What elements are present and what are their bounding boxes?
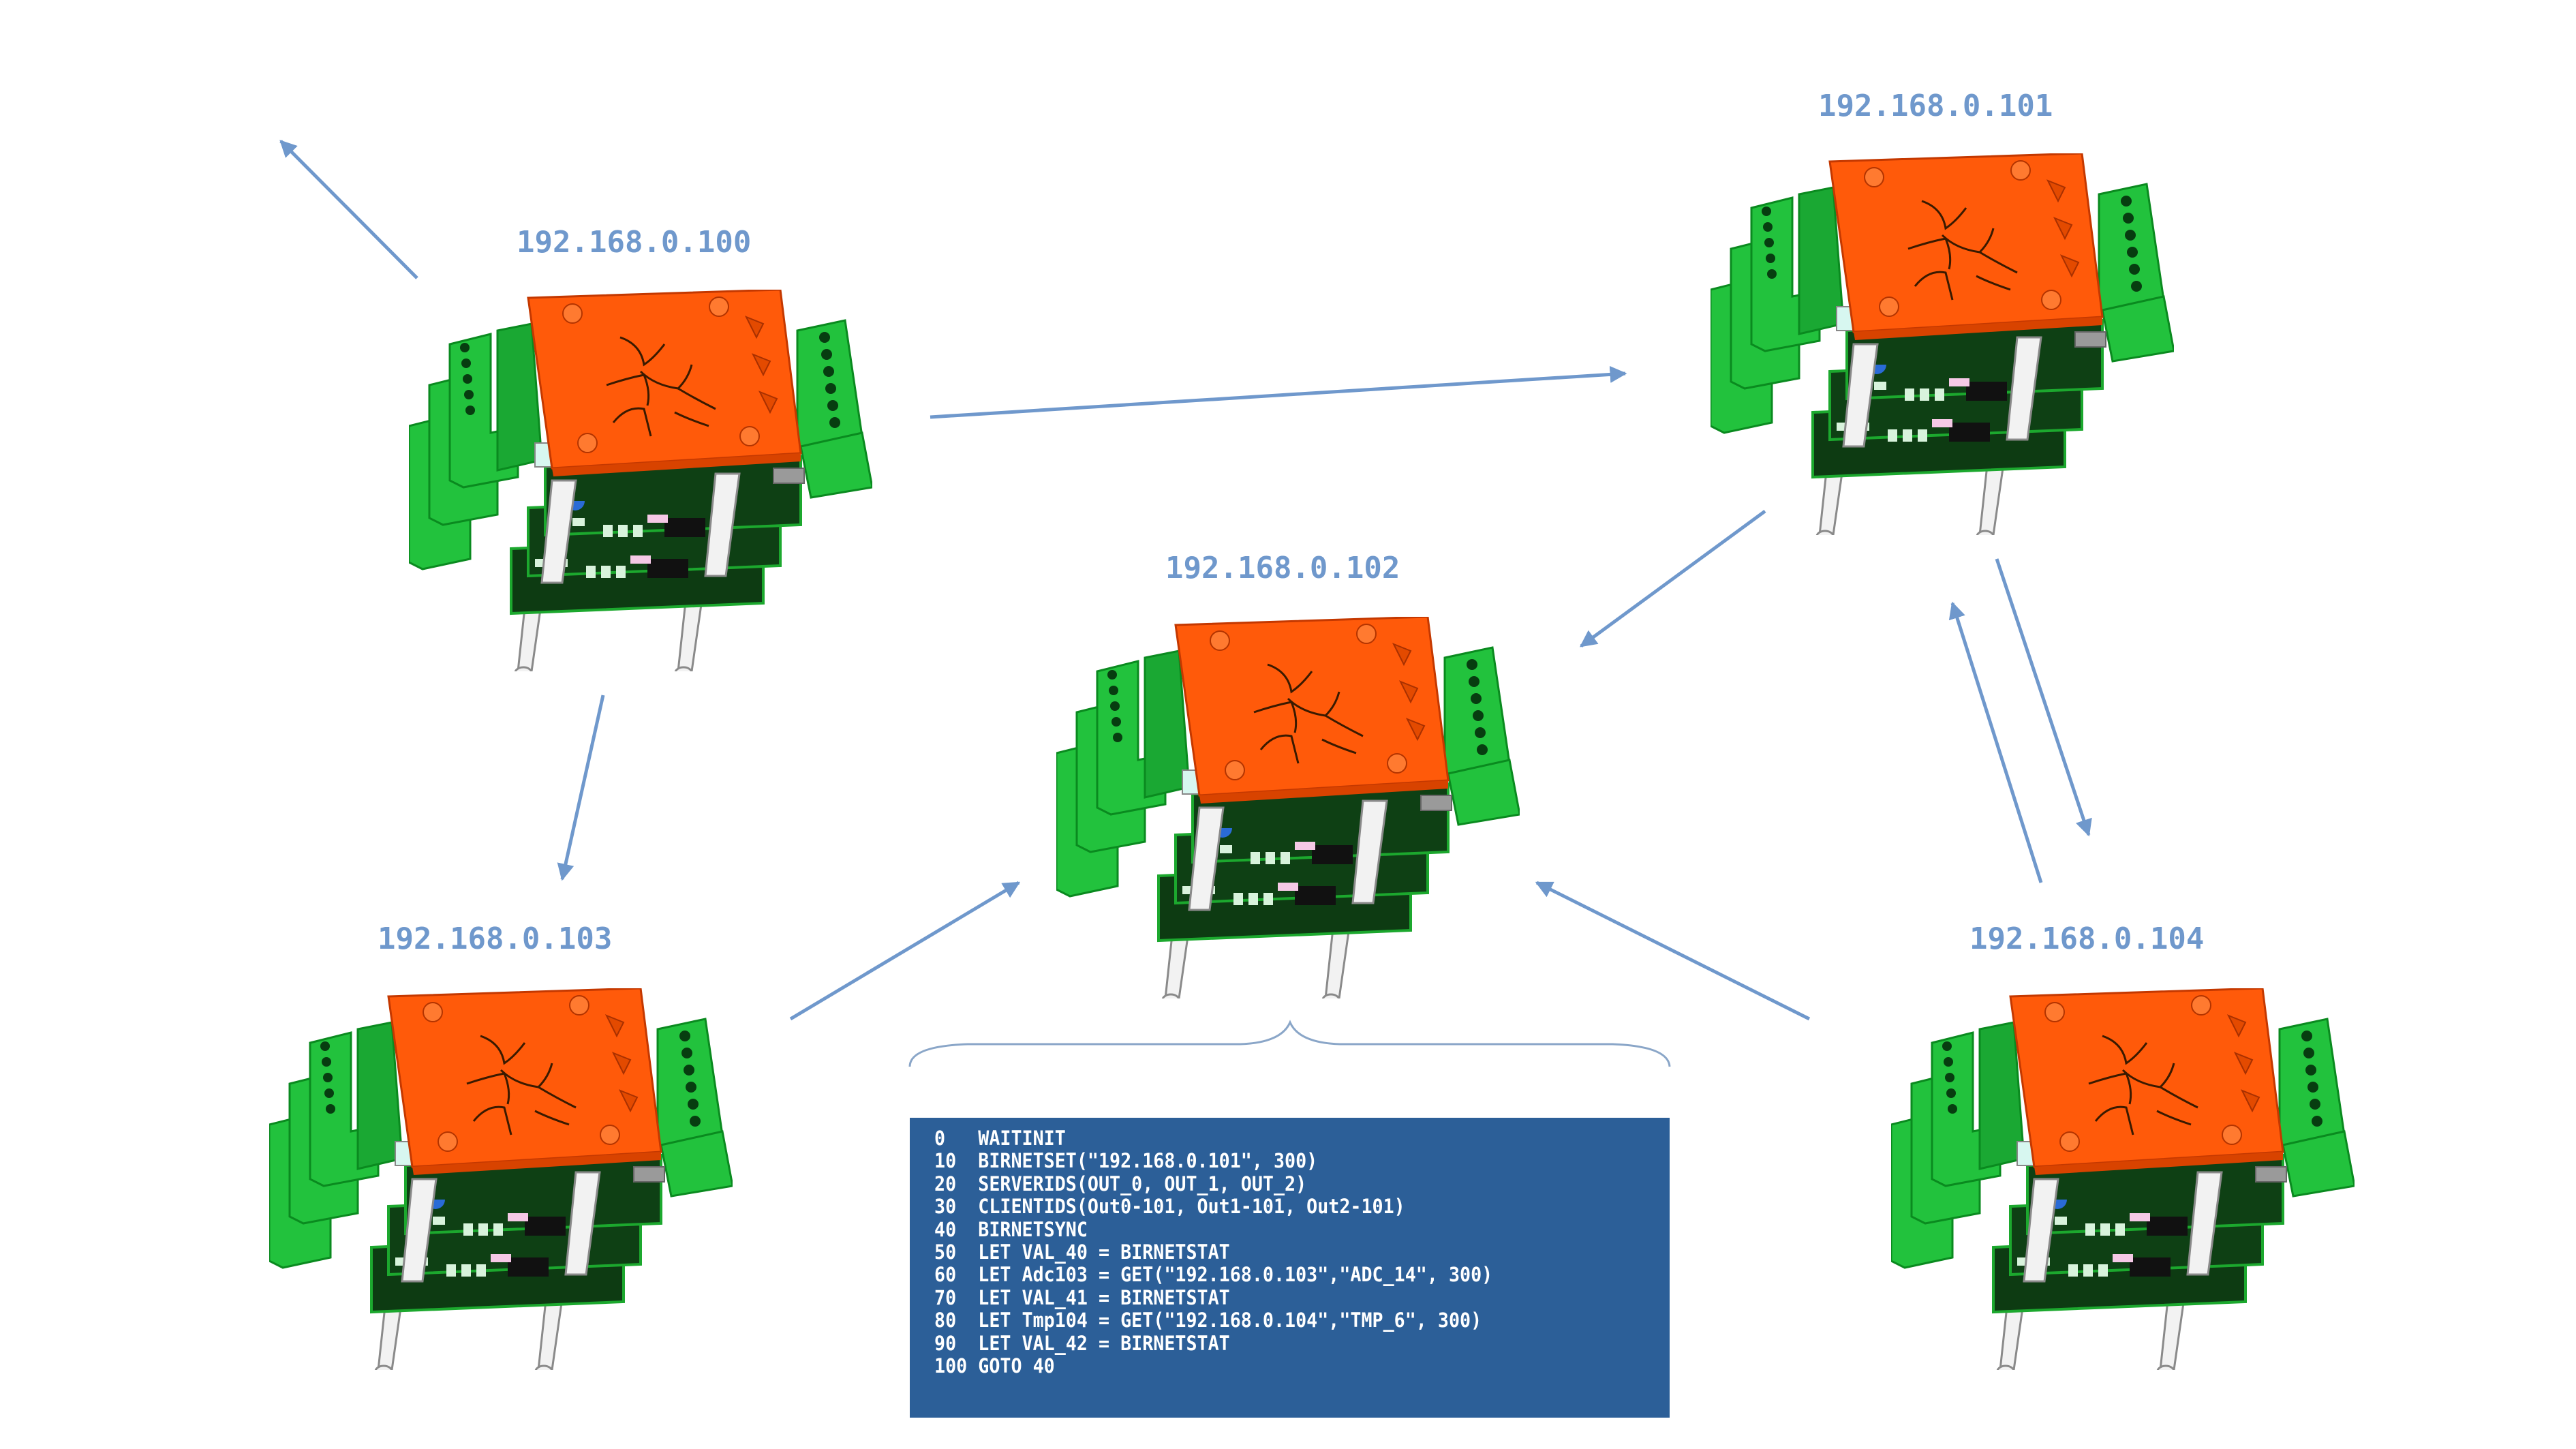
code-line: 30 CLIENTIDS(Out0-101, Out1-101, Out2-10…: [934, 1195, 1405, 1219]
code-line: 80 LET Tmp104 = GET("192.168.0.104","TMP…: [934, 1309, 1482, 1332]
arrow-100-external: [279, 140, 418, 279]
arrow-103-to-102: [789, 881, 1021, 1021]
arrow-100-to-101: [930, 365, 1627, 419]
code-line: 10 BIRNETSET("192.168.0.101", 300): [934, 1149, 1318, 1173]
arrow-101-to-102: [1579, 509, 1766, 648]
arrow-104-to-102: [1535, 881, 1811, 1021]
arrow-100-to-103: [557, 695, 605, 881]
code-line: 20 SERVERIDS(OUT_0, OUT_1, OUT_2): [934, 1172, 1307, 1195]
code-line: 70 LET VAL_41 = BIRNETSTAT: [934, 1285, 1230, 1309]
code-line: 50 LET VAL_40 = BIRNETSTAT: [934, 1240, 1230, 1264]
node-label-103: 192.168.0.103: [378, 921, 613, 956]
node-label-101: 192.168.0.101: [1818, 89, 2053, 123]
code-brace: [908, 1020, 1671, 1067]
code-line: 90 LET VAL_42 = BIRNETSTAT: [934, 1331, 1230, 1355]
node-label-100: 192.168.0.100: [517, 225, 752, 260]
code-line: 100 GOTO 40: [934, 1354, 1055, 1378]
code-line: 0 WAITINIT: [934, 1127, 1066, 1150]
code-line: 40 BIRNETSYNC: [934, 1217, 1088, 1241]
code-block: 0 WAITINIT 10 BIRNETSET("192.168.0.101",…: [910, 1118, 1670, 1418]
node-label-104: 192.168.0.104: [1969, 921, 2205, 956]
node-label-102: 192.168.0.102: [1165, 551, 1400, 585]
arrow-104-to-101: [1948, 601, 2043, 883]
code-line: 60 LET Adc103 = GET("192.168.0.103","ADC…: [934, 1263, 1493, 1287]
arrow-101-to-104: [1995, 558, 2092, 837]
